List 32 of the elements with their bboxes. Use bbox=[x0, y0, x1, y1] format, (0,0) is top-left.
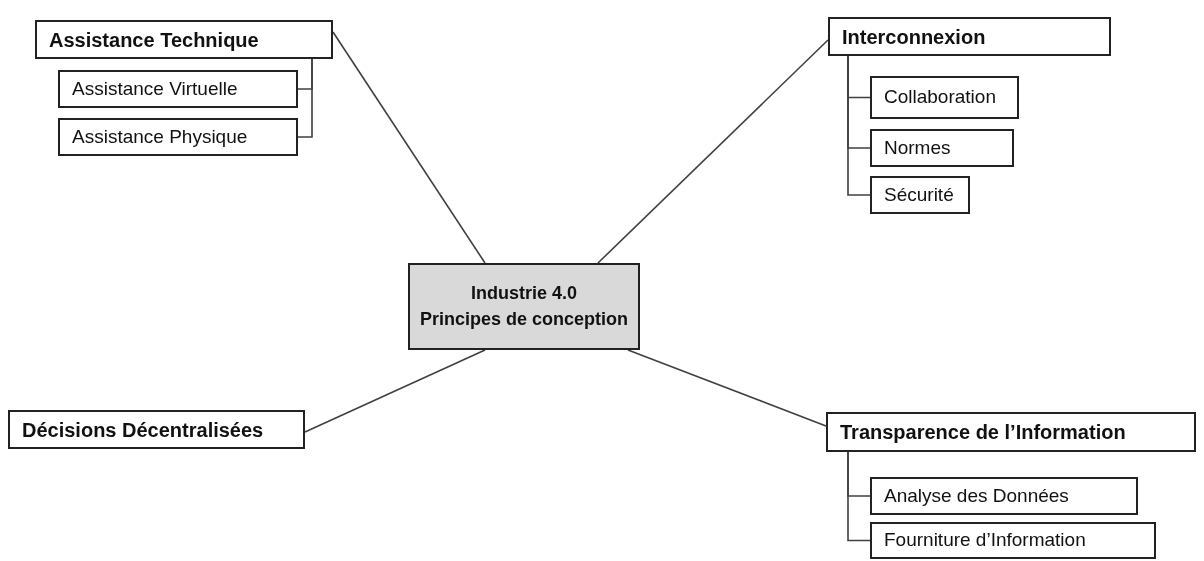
title-text: Principes de conception bbox=[419, 307, 628, 331]
connector-line bbox=[297, 58, 313, 138]
topic-box bbox=[58, 70, 298, 108]
topic-label: Sécurité bbox=[884, 182, 955, 207]
connector-line bbox=[597, 39, 829, 264]
central-box bbox=[408, 263, 640, 350]
title-text: Industrie 4.0 bbox=[471, 282, 577, 306]
topic-box bbox=[870, 477, 1138, 515]
topic-box bbox=[870, 76, 1019, 119]
topic-box bbox=[35, 20, 333, 59]
topic-label: Assistance Technique bbox=[49, 27, 260, 53]
topic-label: Interconnexion bbox=[842, 24, 987, 50]
connector-line bbox=[847, 55, 871, 196]
topic-box bbox=[826, 412, 1196, 452]
topic-box bbox=[8, 410, 305, 449]
connector-line bbox=[847, 451, 871, 542]
connector-line bbox=[304, 349, 486, 433]
connector-line bbox=[627, 349, 827, 427]
topic-label: Assistance Physique bbox=[72, 124, 249, 149]
topic-box bbox=[870, 522, 1156, 559]
topic-label: Analyse des Données bbox=[884, 483, 1070, 508]
topic-label: Transparence de l’Information bbox=[840, 420, 1127, 445]
topic-box bbox=[58, 118, 298, 156]
topic-box bbox=[870, 176, 970, 214]
topic-label: Assistance Virtuelle bbox=[72, 76, 239, 101]
topic-box bbox=[870, 129, 1014, 167]
connector-line bbox=[332, 31, 486, 264]
topic-box bbox=[828, 17, 1111, 56]
topic-label: Décisions Décentralisées bbox=[22, 417, 265, 443]
topic-label: Collaboration bbox=[884, 85, 997, 110]
topic-label: Normes bbox=[884, 135, 952, 160]
topic-label: Fourniture d’Information bbox=[884, 528, 1087, 553]
